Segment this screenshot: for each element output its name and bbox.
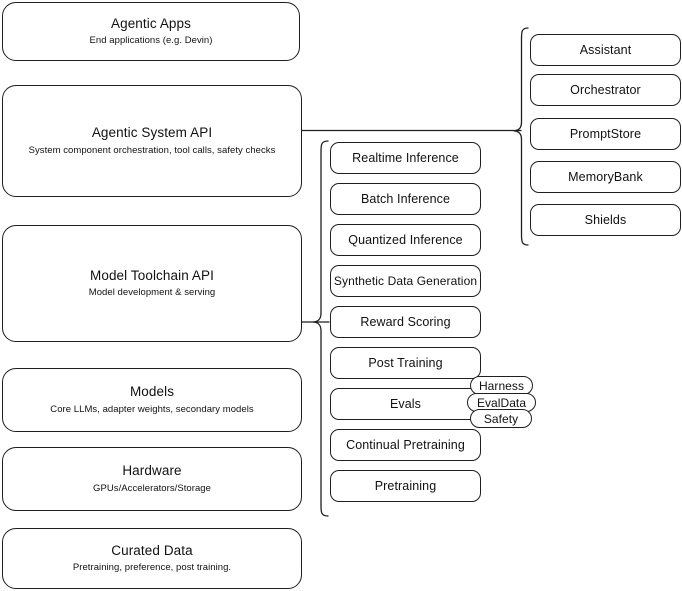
layer-hardware[interactable]: Hardware GPUs/Accelerators/Storage: [2, 447, 302, 511]
toolchain-chip-synthetic-data-generation[interactable]: Synthetic Data Generation: [330, 265, 481, 297]
system-chip-memorybank[interactable]: MemoryBank: [530, 161, 681, 193]
system-chip-shields[interactable]: Shields: [530, 204, 681, 236]
layer-agentic-apps[interactable]: Agentic Apps End applications (e.g. Devi…: [2, 2, 300, 61]
layer-title: Model Toolchain API: [90, 267, 214, 283]
eval-badge-safety[interactable]: Safety: [470, 409, 532, 428]
brace-toolchain: [312, 140, 329, 517]
layer-subtitle: Pretraining, preference, post training.: [72, 562, 232, 574]
layer-title: Agentic System API: [91, 125, 213, 141]
toolchain-chip-batch-inference[interactable]: Batch Inference: [330, 183, 481, 215]
layer-title: Hardware: [122, 463, 182, 479]
layer-title: Agentic Apps: [110, 15, 191, 31]
layer-model-toolchain-api[interactable]: Model Toolchain API Model development & …: [2, 225, 302, 342]
layer-models[interactable]: Models Core LLMs, adapter weights, secon…: [2, 368, 302, 432]
toolchain-chip-realtime-inference[interactable]: Realtime Inference: [330, 142, 481, 174]
toolchain-chip-quantized-inference[interactable]: Quantized Inference: [330, 224, 481, 256]
toolchain-chip-continual-pretraining[interactable]: Continual Pretraining: [330, 429, 481, 461]
layer-title: Models: [129, 384, 175, 400]
layer-subtitle: System component orchestration, tool cal…: [28, 144, 276, 156]
layer-title: Curated Data: [111, 542, 193, 558]
layer-curated-data[interactable]: Curated Data Pretraining, preference, po…: [2, 528, 302, 589]
system-chip-orchestrator[interactable]: Orchestrator: [530, 74, 681, 106]
layer-subtitle: Core LLMs, adapter weights, secondary mo…: [50, 403, 254, 415]
layer-subtitle: GPUs/Accelerators/Storage: [93, 482, 211, 494]
system-chip-promptstore[interactable]: PromptStore: [530, 118, 681, 150]
toolchain-chip-post-training[interactable]: Post Training: [330, 347, 481, 379]
toolchain-chip-evals[interactable]: Evals: [330, 388, 481, 420]
toolchain-chip-reward-scoring[interactable]: Reward Scoring: [330, 306, 481, 338]
brace-system-components: [513, 27, 529, 246]
toolchain-chip-pretraining[interactable]: Pretraining: [330, 470, 481, 502]
layer-subtitle: Model development & serving: [88, 287, 216, 299]
layer-agentic-system-api[interactable]: Agentic System API System component orch…: [2, 85, 302, 197]
system-chip-assistant[interactable]: Assistant: [530, 34, 681, 66]
layer-subtitle: End applications (e.g. Devin): [89, 35, 213, 47]
